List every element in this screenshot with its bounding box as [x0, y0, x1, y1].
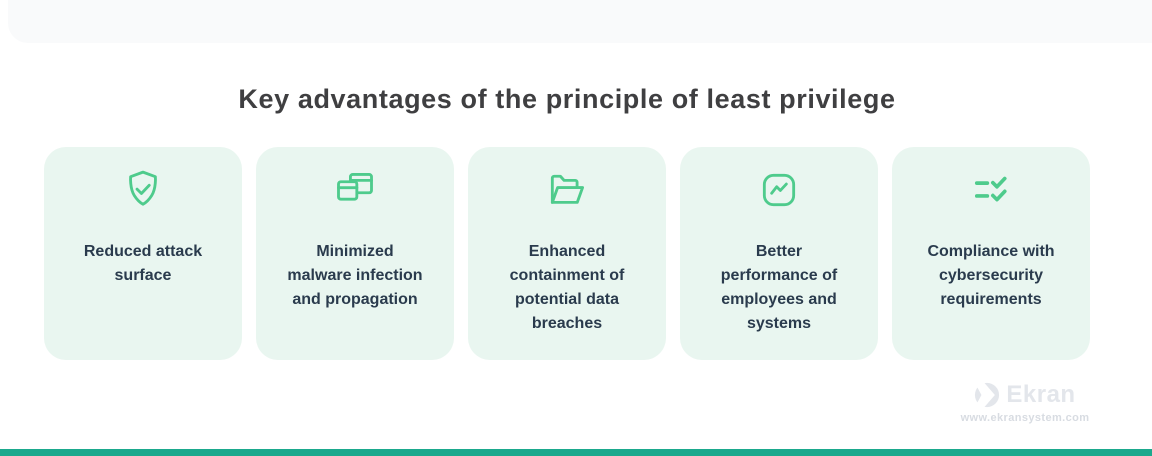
card-text-line: breaches — [531, 315, 603, 332]
brand-logo: Ekran — [974, 381, 1075, 408]
card-text-line: Better — [755, 243, 803, 260]
card-text-line: employees and — [721, 291, 837, 308]
advantage-card-data-breach-containment: Enhanced containment of potential data b… — [468, 147, 666, 360]
card-text-line: Reduced attack — [83, 243, 203, 260]
card-text-line: requirements — [940, 291, 1042, 308]
advantage-card-compliance: Compliance with cybersecurity requiremen… — [892, 147, 1090, 360]
card-text-line: Enhanced — [528, 243, 606, 260]
card-text: Compliance with cybersecurity requiremen… — [927, 240, 1054, 312]
card-text: Better performance of employees and syst… — [721, 240, 837, 336]
card-text-line: cybersecurity — [938, 267, 1044, 284]
card-text-line: Compliance with — [927, 243, 1055, 260]
page-title: Key advantages of the principle of least… — [238, 84, 896, 114]
card-text-line: systems — [746, 315, 812, 332]
brand-name: Ekran — [1006, 381, 1076, 408]
advantage-card-minimized-malware: Minimized malware infection and propagat… — [256, 147, 454, 360]
brand-watermark: Ekran www.ekransystem.com — [955, 381, 1095, 424]
card-text-line: potential data — [514, 291, 619, 308]
card-text-line: Minimized — [316, 243, 394, 260]
top-band — [8, 0, 1152, 43]
checklist-icon — [969, 168, 1013, 212]
performance-trend-icon — [757, 168, 801, 212]
advantage-card-reduced-attack-surface: Reduced attack surface — [44, 147, 242, 360]
brand-url: www.ekransystem.com — [960, 412, 1090, 424]
card-text-line: containment of — [509, 267, 625, 284]
advantage-card-better-performance: Better performance of employees and syst… — [680, 147, 878, 360]
footer-accent-bar — [0, 449, 1152, 456]
card-text: Reduced attack surface — [84, 240, 202, 288]
card-text: Minimized malware infection and propagat… — [287, 240, 422, 312]
card-text-line: malware infection — [287, 267, 423, 284]
ekran-chevron-icon — [974, 381, 1000, 408]
shield-check-icon — [121, 168, 165, 212]
open-folder-icon — [545, 168, 589, 212]
card-text-line: and propagation — [292, 291, 418, 308]
advantages-card-row: Reduced attack surface Minimized malware… — [44, 147, 1090, 360]
card-text: Enhanced containment of potential data b… — [510, 240, 625, 336]
card-text-line: performance of — [720, 267, 838, 284]
overlapping-windows-icon — [333, 168, 377, 212]
card-text-line: surface — [114, 267, 172, 284]
